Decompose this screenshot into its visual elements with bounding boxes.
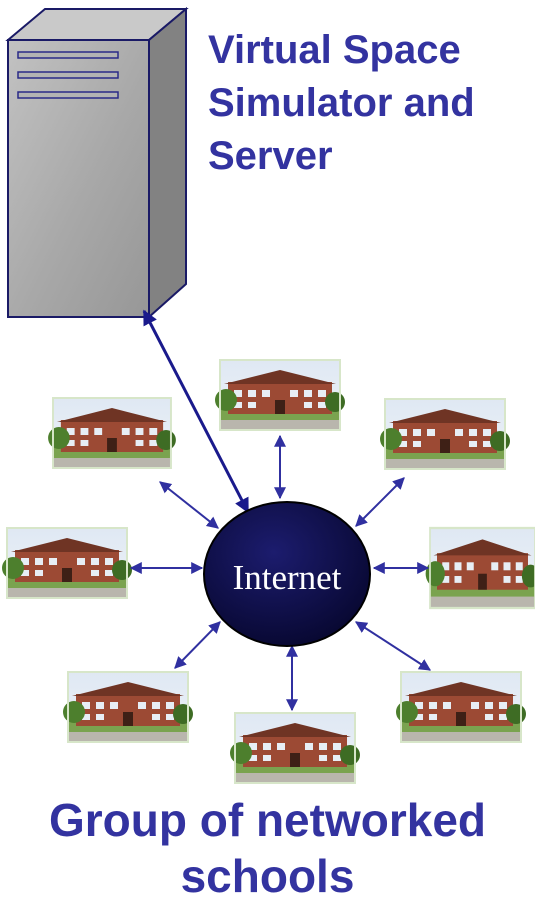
school-photo-mid-left [1, 527, 133, 599]
arrow-bottom-right [354, 621, 432, 671]
server-tower-icon [5, 6, 189, 320]
server-title-line-1: Virtual Space [208, 28, 461, 72]
caption-line-2: schools [180, 850, 355, 902]
server-internet-link [142, 309, 250, 514]
network-arrows [129, 434, 432, 712]
diagram-caption: Group of networked schools [0, 792, 535, 904]
arrow-top-left [159, 481, 219, 529]
internet-label: Internet [232, 558, 342, 597]
server-title-line-2: Simulator and [208, 81, 475, 125]
caption-line-1: Group of networked [49, 794, 486, 846]
school-photo-bottom-center [229, 712, 361, 784]
school-photo-bottom-left [62, 671, 194, 743]
arrow-bottom-left [174, 621, 221, 669]
internet-hub [203, 501, 371, 647]
school-photo-mid-right [424, 526, 535, 610]
school-photo-top-right [379, 398, 511, 470]
school-photo-bottom-right [395, 671, 527, 743]
server-title-line-3: Server [208, 134, 333, 178]
school-photo-top-left [47, 397, 177, 469]
arrow-top-right [355, 477, 405, 527]
server-title: Virtual Space Simulator and Server [208, 24, 533, 183]
school-photo-top-center [214, 359, 346, 431]
